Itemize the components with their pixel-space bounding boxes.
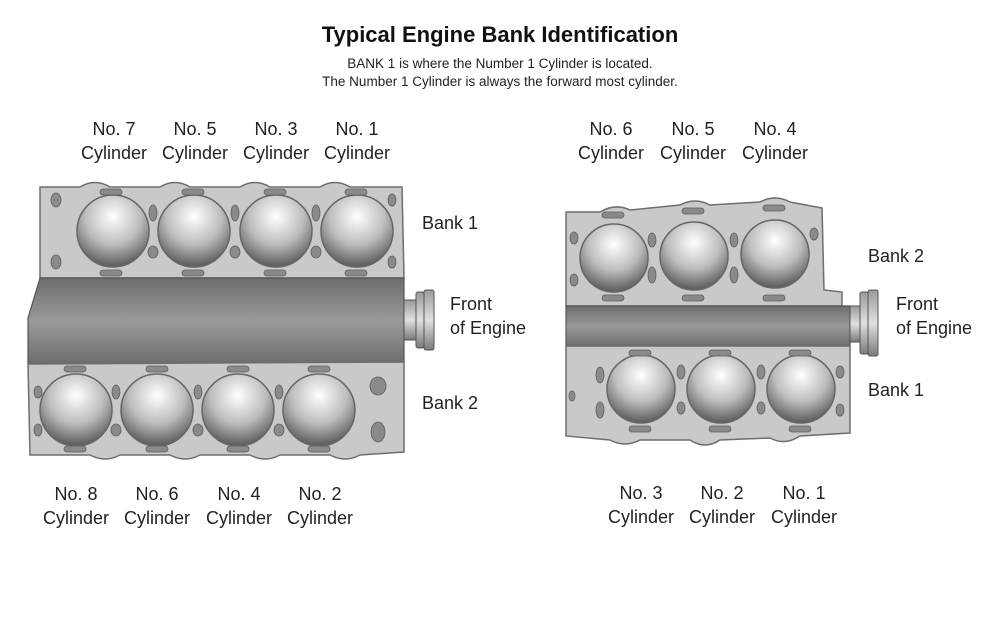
cylinder-number: No. 6: [589, 119, 633, 139]
v8-cylinder-label-2: No. 2 Cylinder: [284, 482, 356, 530]
v8-front-label-line1: Front: [450, 294, 493, 314]
cylinder-number: No. 7: [92, 119, 136, 139]
cylinder-word: Cylinder: [161, 143, 229, 163]
v8-cylinder-label-7: No. 7 Cylinder: [78, 117, 150, 165]
cylinder-number: No. 4: [753, 119, 797, 139]
v6-cylinder-label-1: No. 1 Cylinder: [767, 481, 841, 529]
v8-cylinder-label-5: No. 5 Cylinder: [159, 117, 231, 165]
cylinder-word: Cylinder: [770, 507, 838, 527]
v8-crank-pulley: [403, 289, 435, 351]
v6-engine-block: [565, 197, 879, 446]
cylinder-number: No. 4: [217, 484, 261, 504]
v8-cylinder-label-3: No. 3 Cylinder: [240, 117, 312, 165]
v8-cylinder-label-1: No. 1 Cylinder: [321, 117, 393, 165]
cylinder-word: Cylinder: [80, 143, 148, 163]
v6-bore-1: [766, 354, 836, 424]
v8-bore-1: [320, 194, 394, 268]
cylinder-word: Cylinder: [205, 508, 273, 528]
cylinder-word: Cylinder: [42, 508, 110, 528]
v8-cylinder-label-4: No. 4 Cylinder: [203, 482, 275, 530]
cylinder-number: No. 6: [135, 484, 179, 504]
v6-front-label-line1: Front: [896, 294, 939, 314]
v8-front-label-line2: of Engine: [450, 318, 527, 338]
v8-cylinder-label-8: No. 8 Cylinder: [40, 482, 112, 530]
v8-bore-7: [76, 194, 150, 268]
cylinder-word: Cylinder: [123, 508, 191, 528]
cylinder-number: No. 1: [335, 119, 379, 139]
cylinder-number: No. 8: [54, 484, 98, 504]
v8-cylinder-label-6: No. 6 Cylinder: [121, 482, 193, 530]
subtitle-line-2: The Number 1 Cylinder is always the forw…: [322, 74, 678, 89]
cylinder-word: Cylinder: [741, 143, 809, 163]
v6-bore-6: [579, 223, 649, 293]
cylinder-number: No. 1: [782, 483, 826, 503]
v8-bore-4: [201, 373, 275, 447]
v6-cylinder-label-2: No. 2 Cylinder: [685, 481, 759, 529]
cylinder-number: No. 3: [254, 119, 298, 139]
cylinder-word: Cylinder: [688, 507, 756, 527]
cylinder-word: Cylinder: [607, 507, 675, 527]
v6-bank-1-label: Bank 1: [868, 380, 925, 400]
cylinder-number: No. 2: [700, 483, 744, 503]
cylinder-number: No. 5: [173, 119, 217, 139]
v8-bore-2: [282, 373, 356, 447]
v6-bore-5: [659, 221, 729, 291]
cylinder-word: Cylinder: [286, 508, 354, 528]
cylinder-word: Cylinder: [323, 143, 391, 163]
v8-bore-3: [239, 194, 313, 268]
diagram-title: Typical Engine Bank Identification: [321, 22, 679, 47]
v6-cylinder-label-5: No. 5 Cylinder: [656, 117, 730, 165]
v6-bore-4: [740, 219, 810, 289]
v8-bore-6: [120, 373, 194, 447]
cylinder-number: No. 3: [619, 483, 663, 503]
v6-front-label-line2: of Engine: [896, 318, 973, 338]
v6-crank-pulley: [849, 289, 879, 357]
v8-bank-2-label: Bank 2: [422, 393, 479, 413]
v6-valley: [565, 305, 851, 347]
v8-engine-block: [27, 181, 435, 460]
cylinder-word: Cylinder: [242, 143, 310, 163]
v8-bore-8: [39, 373, 113, 447]
v8-valley: [27, 277, 405, 365]
v6-bank-2-label: Bank 2: [868, 246, 925, 266]
v6-cylinder-label-4: No. 4 Cylinder: [738, 117, 812, 165]
cylinder-word: Cylinder: [577, 143, 645, 163]
v8-bore-5: [157, 194, 231, 268]
cylinder-number: No. 5: [671, 119, 715, 139]
v8-bank-1-label: Bank 1: [422, 213, 479, 233]
v6-bore-3: [606, 354, 676, 424]
v6-cylinder-label-3: No. 3 Cylinder: [604, 481, 678, 529]
v6-bore-2: [686, 354, 756, 424]
v6-cylinder-label-6: No. 6 Cylinder: [574, 117, 648, 165]
cylinder-number: No. 2: [298, 484, 342, 504]
cylinder-word: Cylinder: [659, 143, 727, 163]
subtitle-line-1: BANK 1 is where the Number 1 Cylinder is…: [347, 56, 653, 71]
